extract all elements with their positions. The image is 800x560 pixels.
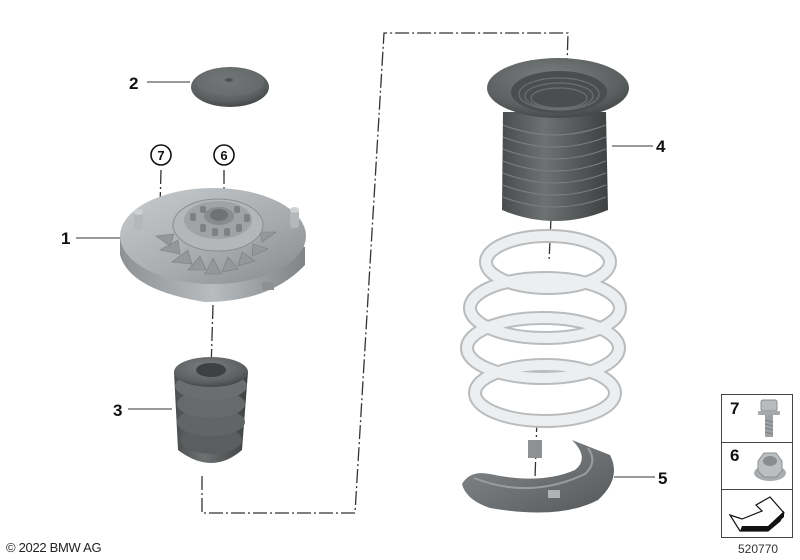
callout-2[interactable]: 2 xyxy=(129,74,138,93)
copyright-notice: © 2022 BMW AG xyxy=(6,540,102,555)
leader-lines xyxy=(76,81,655,478)
part-1-support-bearing[interactable] xyxy=(120,188,306,302)
part-2-cover-cap[interactable] xyxy=(191,67,269,107)
callout-6-circled[interactable]: 6 xyxy=(213,144,235,166)
hex-flange-nut-icon xyxy=(754,452,786,481)
legend-item-nut[interactable]: 6 xyxy=(722,442,792,490)
legend-item-arrow[interactable] xyxy=(722,489,792,536)
coil-spring[interactable] xyxy=(460,229,627,428)
callout-3[interactable]: 3 xyxy=(113,401,122,420)
arrow-left-down-icon xyxy=(728,496,785,532)
callout-5[interactable]: 5 xyxy=(658,469,667,488)
callout-7-label: 7 xyxy=(157,148,164,163)
hex-bolt-icon xyxy=(758,399,780,437)
part-5-spring-pad[interactable] xyxy=(462,440,614,513)
callout-6-label: 6 xyxy=(220,148,227,163)
legend-number: 7 xyxy=(730,399,740,418)
fastener-legend: 7 6 xyxy=(721,394,793,538)
legend-number: 6 xyxy=(730,446,740,465)
legend-item-bolt[interactable]: 7 xyxy=(722,395,792,443)
callout-1[interactable]: 1 xyxy=(61,229,70,248)
part-3-bump-stop[interactable] xyxy=(174,357,248,463)
diagram-id: 520770 xyxy=(738,542,779,556)
callout-7-circled[interactable]: 7 xyxy=(150,144,172,166)
callout-4[interactable]: 4 xyxy=(656,137,666,156)
part-4-protective-boot[interactable] xyxy=(487,58,629,221)
